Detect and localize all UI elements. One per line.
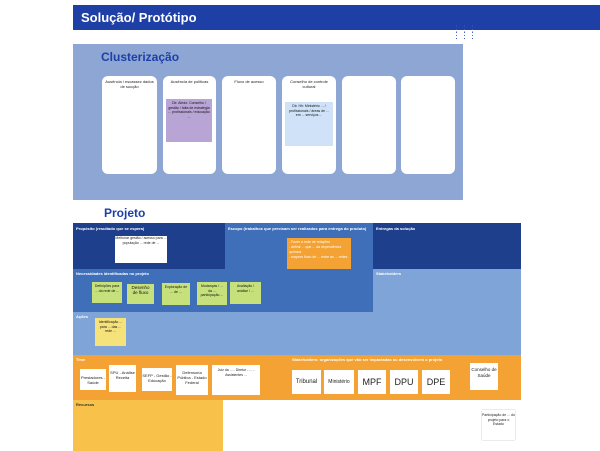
team-member-1[interactable]: Prestadores - Saúde	[80, 369, 106, 390]
need-note-5[interactable]: Avaliação / análise / ...	[230, 282, 261, 304]
cluster-card-label: Ausência / escassez dados de sucção	[105, 79, 154, 89]
escopo-item: - definir ... que ... da dependência quí…	[289, 245, 342, 254]
section-recursos-label: Recursos	[76, 402, 95, 407]
acoes-note[interactable]: Identificação ... para ... das ... rede …	[95, 318, 126, 346]
comment-note[interactable]: Participação de ... do projeto para o Es…	[482, 410, 515, 440]
escopo-item: - mapear fluxo de ... entre as ... redes	[289, 255, 348, 259]
page-title: Solução/ Protótipo	[73, 5, 600, 30]
section-proposito-label: Propósito (resultado que se espera)	[76, 226, 145, 231]
cluster-title: Clusterização	[101, 50, 180, 64]
stakeholder-mpf[interactable]: MPF	[358, 370, 386, 394]
section-necessidades-label: Necessidades identificadas no projeto	[76, 271, 149, 276]
grid-people-icon: ⋮⋮⋮⋮⋮⋮	[452, 24, 477, 40]
escopo-item: - Fazer a rede de relações	[289, 240, 331, 244]
need-note-4[interactable]: Mudanças / ... da ... participação ...	[197, 282, 227, 305]
section-acoes-label: Ações	[76, 314, 89, 319]
need-note-1[interactable]: Definições para ... da rede de ...	[92, 282, 122, 303]
cluster-card-1[interactable]: Ausência / escassez dados de sucção	[102, 76, 157, 174]
cluster-card-6[interactable]	[401, 76, 455, 174]
team-member-4[interactable]: Defensoria Pública - Estado Federal	[176, 365, 208, 395]
section-stakeholders-ext-label: Stakeholders: organizações que vão ser i…	[292, 357, 443, 362]
need-note-3[interactable]: Exploração de ... de ...	[162, 283, 190, 305]
proposito-note[interactable]: Melhorar gestão / acesso para ... popula…	[115, 236, 167, 263]
stakeholder-tribunal[interactable]: Tribunal	[292, 370, 321, 394]
cluster-card-label: Fluxo de acesso	[234, 79, 264, 84]
cluster-card-label: Conselho de controle cultural	[290, 79, 328, 89]
sticky-note-purple[interactable]: Dir. Aledo: Conselho / gestão / falta de…	[166, 99, 212, 142]
cluster-card-5[interactable]	[342, 76, 396, 174]
section-stakeholders-label: Stakeholders	[376, 271, 402, 276]
section-stakeholders	[373, 269, 521, 355]
escopo-note[interactable]: - Fazer a rede de relações - definir ...…	[287, 238, 351, 274]
section-escopo-label: Escopo (trabalhos que precisam ser reali…	[228, 226, 367, 231]
team-member-3[interactable]: SEFP - Gestão - Educação	[142, 368, 172, 391]
stakeholder-dpu[interactable]: DPU	[390, 370, 418, 394]
team-member-5[interactable]: Juiz da ... - Diretor - ... - Assistente…	[212, 365, 260, 395]
cluster-card-3[interactable]: Fluxo de acesso	[222, 76, 276, 174]
section-entregas	[373, 223, 521, 269]
sticky-note-blue[interactable]: Dir. Hh: Ministério ... / profissionais …	[285, 102, 333, 146]
stakeholder-ministerio[interactable]: Ministério	[324, 370, 354, 394]
cluster-card-label: Ausência de políticas	[170, 79, 209, 84]
team-member-2[interactable]: SPU - Análise Receita	[109, 365, 136, 392]
section-entregas-label: Entregas da solução	[376, 226, 416, 231]
need-note-2[interactable]: Desenho de fluxo	[127, 284, 154, 304]
section-time-label: Time	[76, 357, 86, 362]
stakeholder-dpe[interactable]: DPE	[422, 370, 450, 394]
stakeholder-conselho[interactable]: Conselho de Saúde	[470, 363, 498, 390]
projeto-title: Projeto	[104, 206, 146, 220]
section-recursos	[73, 400, 223, 451]
